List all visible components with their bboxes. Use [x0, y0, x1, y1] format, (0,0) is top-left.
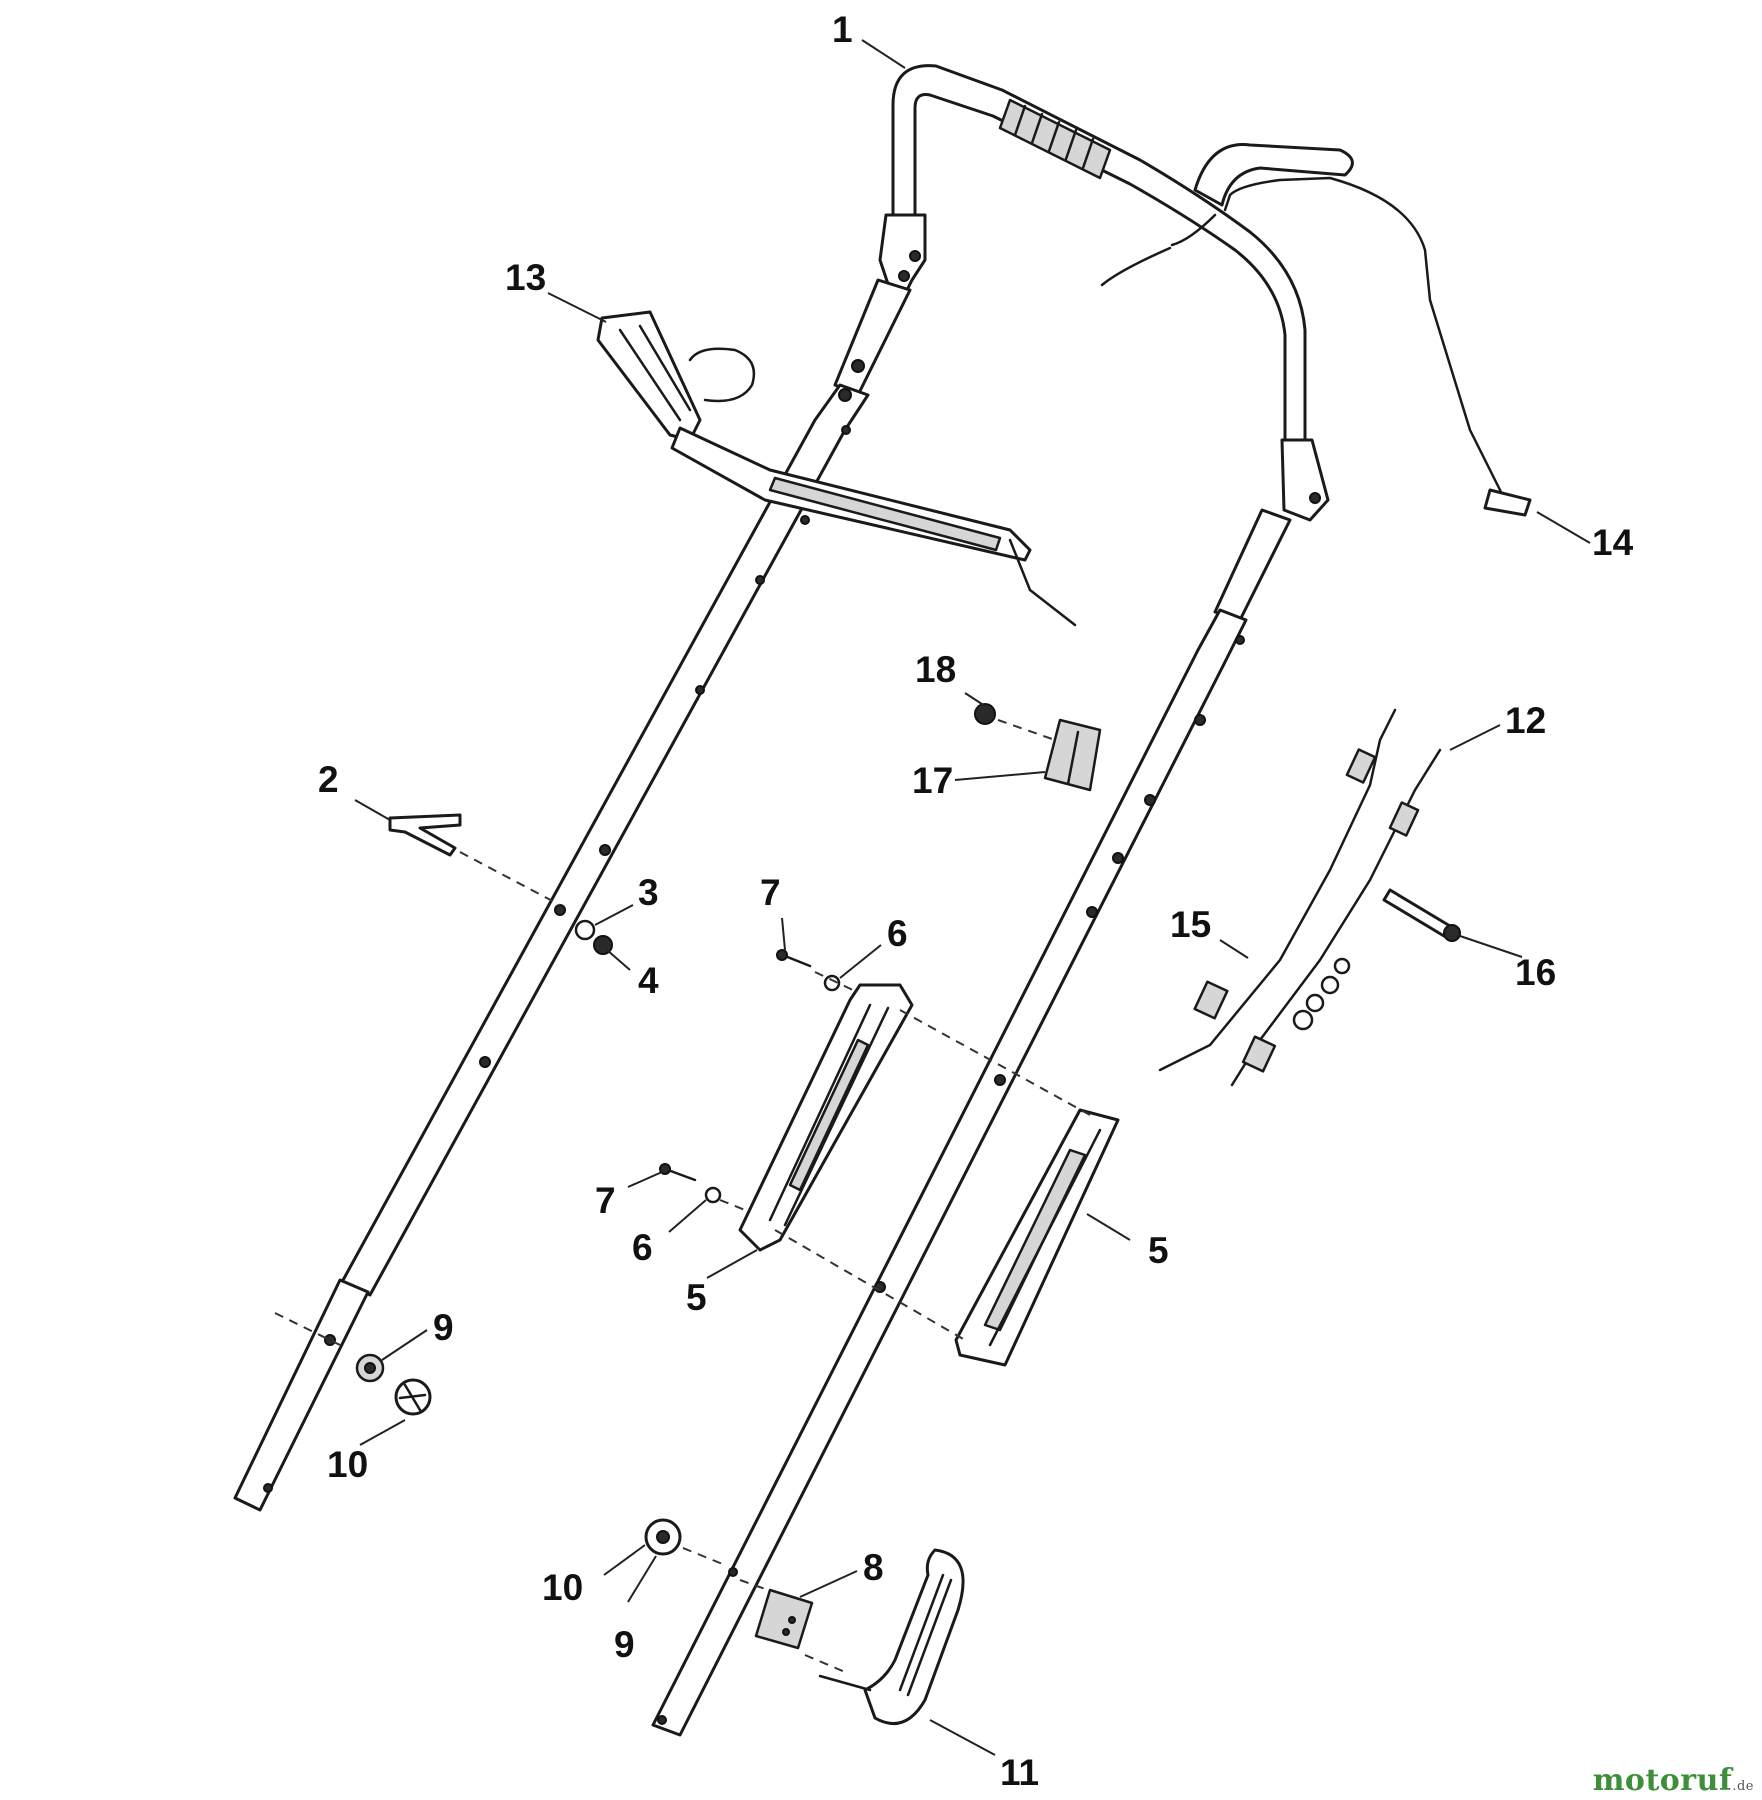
washer-part-3: [574, 919, 596, 941]
callout-16: 16: [1515, 952, 1556, 993]
upper-handle-part-1: [878, 64, 1330, 522]
washer-part-6-lower: [704, 1186, 746, 1211]
left-handle-tube: [233, 278, 912, 1512]
callout-5-right: 5: [1148, 1230, 1169, 1271]
dashed-guides-part-5: [774, 1009, 1091, 1341]
callout-labels: 1 13 14 2 3 4 18 17 12 15 16 7 6 7 6 5 5…: [318, 9, 1634, 1793]
cable-guide-part-5-right: [954, 1108, 1120, 1367]
washer-part-6-upper: [814, 971, 858, 993]
callout-3: 3: [638, 872, 659, 913]
washer-part-9-left: [355, 1353, 385, 1383]
dashed-guide-right-knob: [682, 1547, 726, 1566]
callout-10-left: 10: [327, 1444, 368, 1485]
lever-part-11: [804, 1548, 965, 1726]
screw-part-7-lower: [659, 1163, 697, 1182]
callout-4: 4: [638, 960, 659, 1001]
watermark-tld: .de: [1732, 1779, 1754, 1794]
motoruf-watermark: motoruf.de: [1593, 1763, 1754, 1798]
callout-7-upper: 7: [760, 872, 781, 913]
watermark-brand: motoruf: [1592, 1763, 1733, 1798]
cable-part-12: [1230, 748, 1442, 1087]
drive-lever-part-14: [1100, 143, 1532, 517]
knob-part-10-right: [644, 1518, 682, 1556]
callout-12: 12: [1505, 700, 1546, 741]
callout-6-lower: 6: [632, 1227, 653, 1268]
callout-5-lower: 5: [686, 1277, 707, 1318]
callout-13: 13: [505, 257, 546, 298]
dashed-guide-left-knob: [274, 1312, 341, 1346]
callout-9-left: 9: [433, 1307, 454, 1348]
clip-part-17: [1043, 718, 1102, 792]
cable-part-15: [1158, 708, 1397, 1072]
callout-15: 15: [1170, 904, 1211, 945]
callout-1: 1: [832, 9, 853, 50]
callout-6-upper: 6: [887, 913, 908, 954]
leader-lines: [354, 39, 1591, 1756]
brake-lever-part-13: [596, 310, 1077, 627]
right-handle-tube: [651, 508, 1292, 1737]
cable-guide-part-5-upper: [738, 983, 914, 1252]
bolt-part-2: [388, 813, 561, 906]
callout-18: 18: [915, 649, 956, 690]
callout-10-right: 10: [542, 1567, 583, 1608]
bolt-part-16: [1292, 888, 1461, 1031]
screw-part-7-upper: [776, 949, 812, 968]
callout-11: 11: [1000, 1752, 1039, 1793]
block-part-8: [739, 1579, 814, 1650]
callout-7-lower: 7: [595, 1180, 616, 1221]
knob-part-10-left: [394, 1378, 432, 1416]
callout-14: 14: [1592, 522, 1634, 563]
callout-8: 8: [863, 1547, 884, 1588]
callout-2: 2: [318, 759, 339, 800]
callout-17: 17: [912, 760, 953, 801]
callout-9-right: 9: [614, 1624, 635, 1665]
nut-part-18: [974, 703, 1056, 741]
